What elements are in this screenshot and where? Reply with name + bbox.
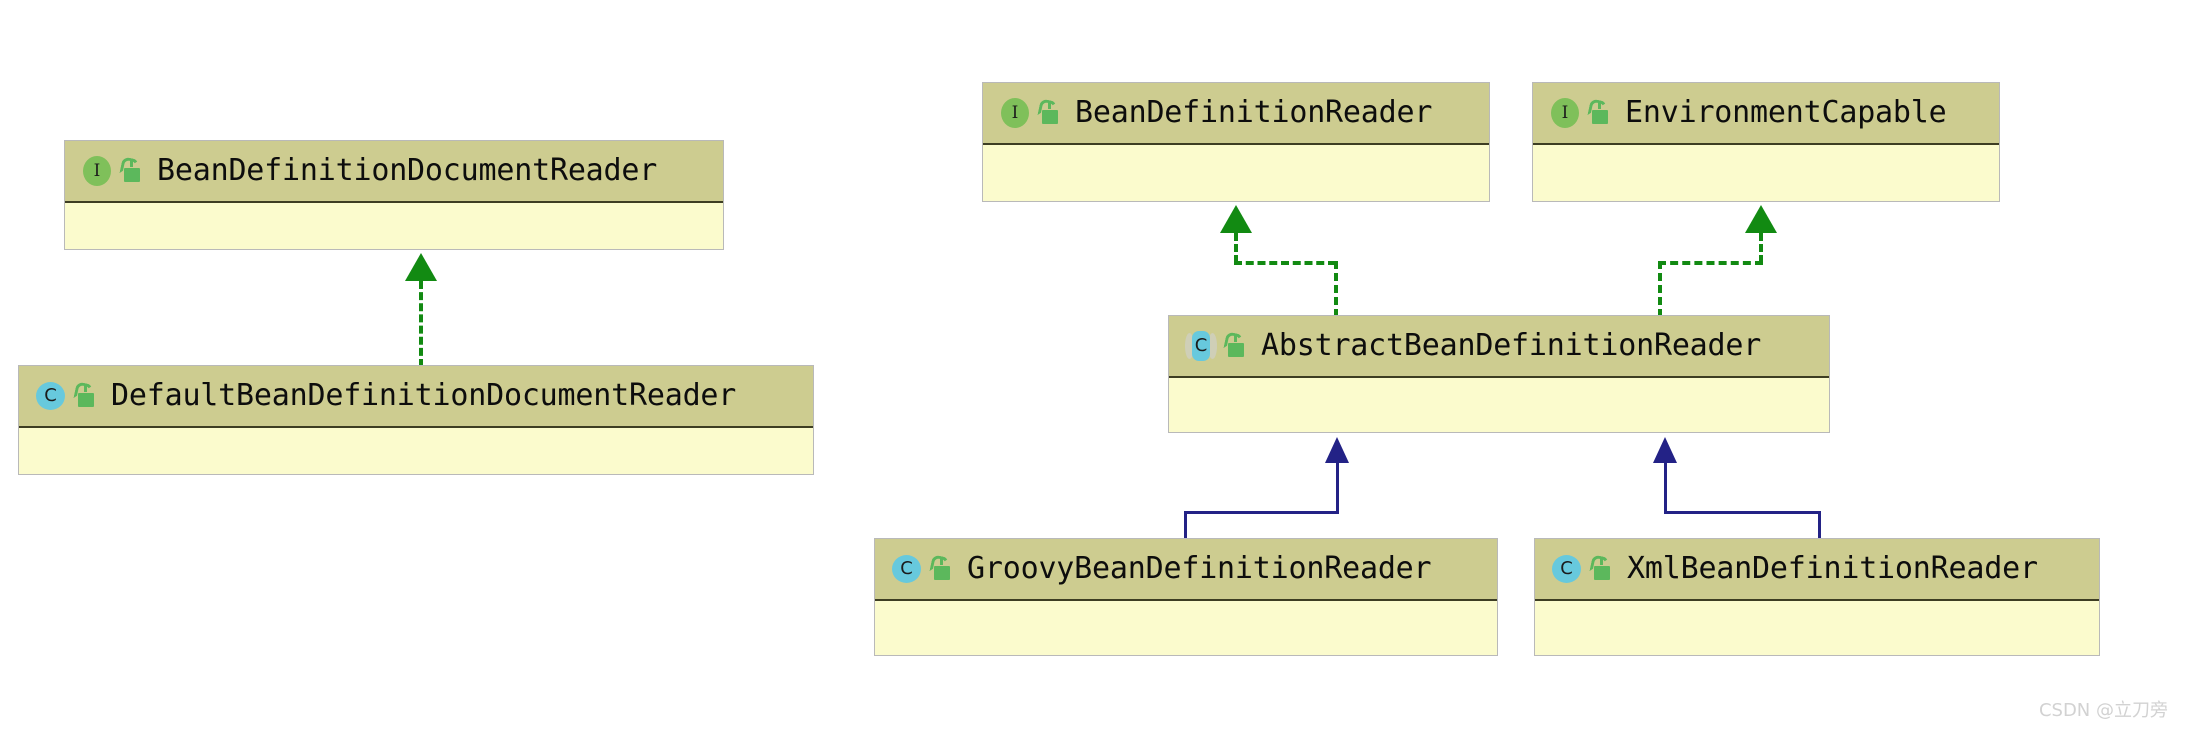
uml-node-header: C AbstractBeanDefinitionReader <box>1169 316 1829 378</box>
uml-node-groovy-bean-definition-reader[interactable]: C GroovyBeanDefinitionReader <box>874 538 1498 656</box>
unlock-icon <box>1037 98 1059 126</box>
uml-node-title: DefaultBeanDefinitionDocumentReader <box>111 378 737 413</box>
realization-arrowhead-environment-capable <box>1745 205 1777 233</box>
uml-node-members <box>65 203 723 249</box>
realization-line-abstract-to-environment-capable-horizontal <box>1658 261 1763 265</box>
generalization-arrowhead-groovy <box>1325 437 1349 463</box>
generalization-line-groovy-upper <box>1336 461 1339 513</box>
generalization-line-xml-upper <box>1664 461 1667 513</box>
uml-node-title: BeanDefinitionDocumentReader <box>157 153 658 188</box>
unlock-icon <box>1587 98 1609 126</box>
uml-node-environment-capable[interactable]: I EnvironmentCapable <box>1532 82 2000 202</box>
uml-node-members <box>875 601 1497 655</box>
class-icon: C <box>36 381 66 411</box>
uml-node-title: EnvironmentCapable <box>1625 95 1947 130</box>
uml-node-header: C XmlBeanDefinitionReader <box>1535 539 2099 601</box>
realization-arrowhead-bean-definition-reader <box>1220 205 1252 233</box>
uml-node-members <box>983 145 1489 201</box>
uml-node-header: I EnvironmentCapable <box>1533 83 1999 145</box>
class-icon: C <box>1552 554 1582 584</box>
unlock-icon <box>1223 331 1245 359</box>
realization-line-default-to-document-reader <box>419 281 423 367</box>
uml-node-header: I BeanDefinitionDocumentReader <box>65 141 723 203</box>
uml-node-title: AbstractBeanDefinitionReader <box>1261 328 1762 363</box>
uml-node-title: XmlBeanDefinitionReader <box>1627 551 2038 586</box>
generalization-line-groovy-lower <box>1184 511 1187 541</box>
generalization-line-xml-horizontal <box>1664 511 1820 514</box>
unlock-icon <box>929 554 951 582</box>
uml-node-xml-bean-definition-reader[interactable]: C XmlBeanDefinitionReader <box>1534 538 2100 656</box>
realization-arrowhead-document-reader <box>405 253 437 281</box>
uml-node-members <box>19 428 813 474</box>
unlock-icon <box>1589 554 1611 582</box>
abstract-class-icon: C <box>1185 331 1217 361</box>
uml-node-title: GroovyBeanDefinitionReader <box>967 551 1432 586</box>
uml-node-bean-definition-document-reader[interactable]: I BeanDefinitionDocumentReader <box>64 140 724 250</box>
realization-line-abstract-to-environment-capable-lower <box>1658 261 1662 317</box>
class-icon: C <box>892 554 922 584</box>
uml-node-abstract-bean-definition-reader[interactable]: C AbstractBeanDefinitionReader <box>1168 315 1830 433</box>
uml-node-members <box>1535 601 2099 655</box>
uml-node-members <box>1533 145 1999 201</box>
uml-node-bean-definition-reader[interactable]: I BeanDefinitionReader <box>982 82 1490 202</box>
realization-line-abstract-to-environment-capable-upper <box>1759 233 1763 263</box>
uml-node-default-bean-definition-document-reader[interactable]: C DefaultBeanDefinitionDocumentReader <box>18 365 814 475</box>
realization-line-abstract-to-bean-definition-reader-lower <box>1334 261 1338 317</box>
interface-icon: I <box>82 156 112 186</box>
generalization-line-groovy-horizontal <box>1184 511 1339 514</box>
realization-line-abstract-to-bean-definition-reader-horizontal <box>1234 261 1336 265</box>
realization-line-abstract-to-bean-definition-reader-upper <box>1234 233 1238 263</box>
generalization-arrowhead-xml <box>1653 437 1677 463</box>
uml-node-header: I BeanDefinitionReader <box>983 83 1489 145</box>
uml-node-header: C DefaultBeanDefinitionDocumentReader <box>19 366 813 428</box>
watermark: CSDN @立刀旁 <box>2038 700 2168 721</box>
uml-node-header: C GroovyBeanDefinitionReader <box>875 539 1497 601</box>
uml-node-title: BeanDefinitionReader <box>1075 95 1433 130</box>
unlock-icon <box>73 381 95 409</box>
interface-icon: I <box>1550 98 1580 128</box>
unlock-icon <box>119 156 141 184</box>
interface-icon: I <box>1000 98 1030 128</box>
generalization-line-xml-lower <box>1818 511 1821 541</box>
uml-node-members <box>1169 378 1829 432</box>
